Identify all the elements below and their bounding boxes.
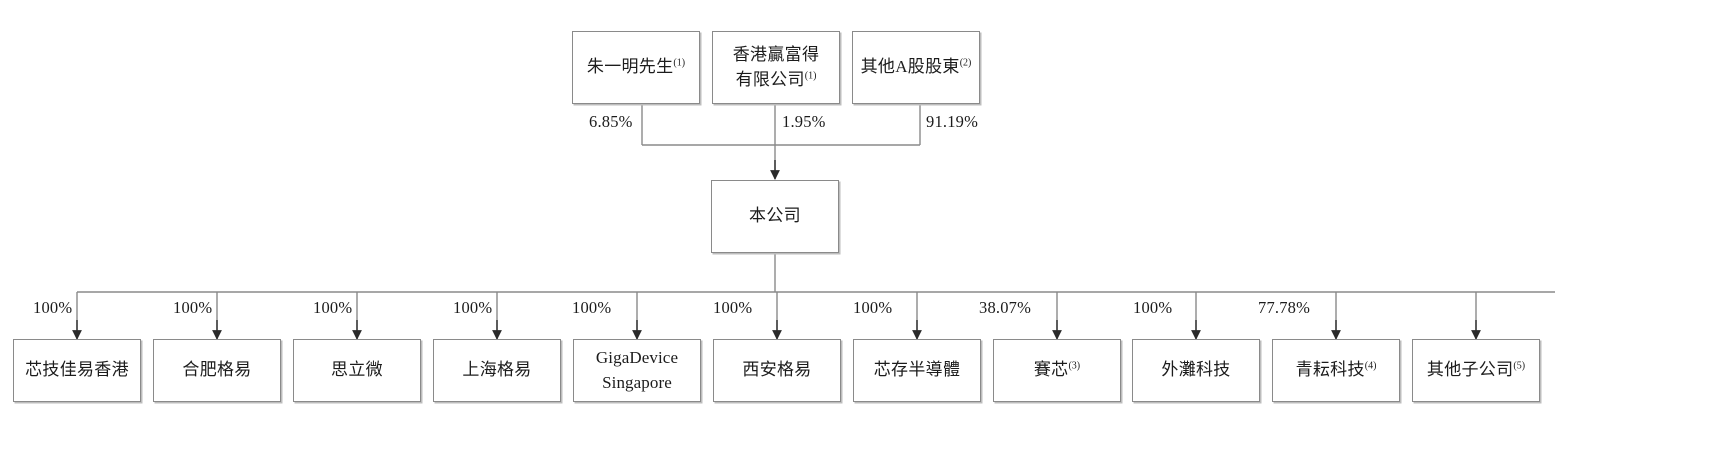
subsidiary-label-gigadevice-singapore: GigaDevice Singapore [595,347,679,392]
subsidiary-box-qingyun-technology[interactable]: 青耘科技(4) [1272,339,1400,402]
subsidiary-box-shanghai-geyi[interactable]: 上海格易 [433,339,561,402]
subsidiary-label-hefei-geyi: 合肥格易 [182,360,252,380]
footnote-marker: (5) [1513,360,1526,372]
percent-hefei-geyi: 100% [173,298,213,317]
subsidiary-box-xinjijiayi-hk[interactable]: 芯技佳易香港 [13,339,141,402]
percent-xian-geyi: 100% [713,298,753,317]
company-box[interactable]: 本公司 [711,180,839,253]
footnote-marker: (4) [1364,360,1377,372]
shareholder-label-hk-winfound: 香港贏富得 有限公司(1) [732,44,820,89]
subsidiary-box-saixin[interactable]: 賽芯(3) [993,339,1121,402]
subsidiary-box-hefei-geyi[interactable]: 合肥格易 [153,339,281,402]
subsidiary-label-waitan-technology: 外灘科技 [1161,360,1231,380]
company-label: 本公司 [749,206,801,226]
percent-waitan-technology: 100% [1133,298,1173,317]
percent-xincun-semiconductor: 100% [853,298,893,317]
footnote-marker: (3) [1068,360,1081,372]
percent-hk-winfound: 1.95% [782,112,826,131]
percent-gigadevice-singapore: 100% [572,298,612,317]
subsidiary-label-xian-geyi: 西安格易 [742,360,812,380]
subsidiary-label-shanghai-geyi: 上海格易 [462,360,532,380]
percent-qingyun-technology: 77.78% [1258,298,1311,317]
percent-siliwei: 100% [313,298,353,317]
shareholder-box-zhu-yiming[interactable]: 朱一明先生(1) [572,31,700,104]
footnote-marker: (1) [673,57,686,69]
percent-shanghai-geyi: 100% [453,298,493,317]
percent-other-a-holders: 91.19% [926,112,979,131]
shareholder-label-zhu-yiming: 朱一明先生(1) [586,57,686,77]
subsidiary-box-xincun-semiconductor[interactable]: 芯存半導體 [853,339,981,402]
shareholder-box-other-a-holders[interactable]: 其他A股股東(2) [852,31,980,104]
shareholder-box-hk-winfound[interactable]: 香港贏富得 有限公司(1) [712,31,840,104]
subsidiary-box-waitan-technology[interactable]: 外灘科技 [1132,339,1260,402]
percent-zhu-yiming: 6.85% [589,112,633,131]
percent-saixin: 38.07% [979,298,1032,317]
subsidiary-label-other-subsidiaries: 其他子公司(5) [1426,360,1526,380]
subsidiary-box-siliwei[interactable]: 思立微 [293,339,421,402]
footnote-marker: (1) [804,69,817,81]
footnote-marker: (2) [959,57,972,69]
subsidiary-label-siliwei: 思立微 [331,360,383,380]
subsidiary-label-xinjijiayi-hk: 芯技佳易香港 [25,360,129,380]
subsidiary-label-saixin: 賽芯(3) [1033,360,1081,380]
shareholder-label-other-a-holders: 其他A股股東(2) [860,57,972,77]
subsidiary-box-gigadevice-singapore[interactable]: GigaDevice Singapore [573,339,701,402]
percent-xinjijiayi-hk: 100% [33,298,73,317]
subsidiary-box-other-subsidiaries[interactable]: 其他子公司(5) [1412,339,1540,402]
subsidiary-label-qingyun-technology: 青耘科技(4) [1295,360,1377,380]
subsidiary-box-xian-geyi[interactable]: 西安格易 [713,339,841,402]
subsidiary-label-xincun-semiconductor: 芯存半導體 [873,360,961,380]
